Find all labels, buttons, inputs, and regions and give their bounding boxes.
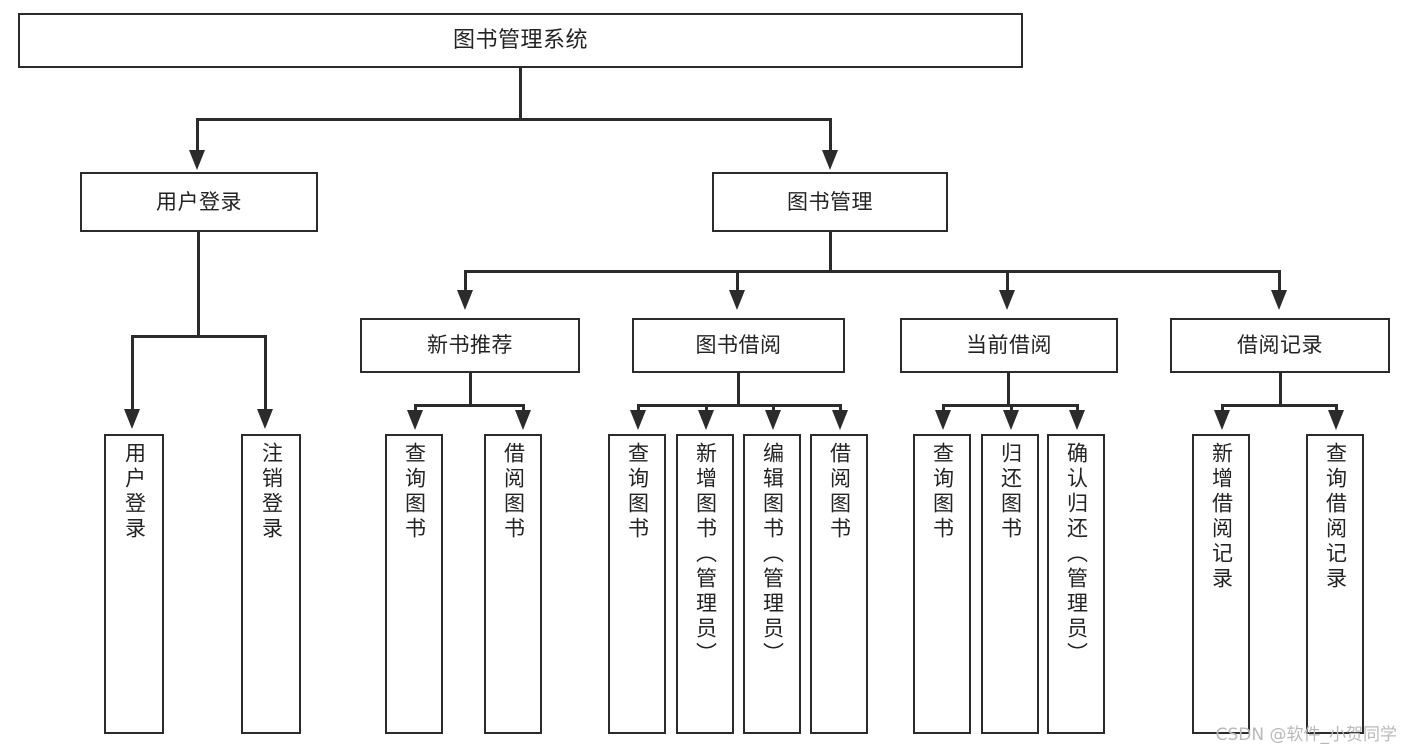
node-leaf-user-login[interactable]: 用户登录	[104, 434, 164, 734]
edge-new-book-rec-branch-1	[414, 404, 417, 412]
edge-book-manage-branch-1	[464, 270, 467, 292]
edge-borrow-record-branch-2	[1335, 404, 1338, 412]
arrowhead-current-borrow	[999, 290, 1015, 310]
arrowhead-leaf-query-book-1	[407, 410, 423, 430]
edge-new-book-rec-bar	[414, 404, 525, 407]
edge-book-borrow-stem	[737, 373, 740, 404]
edge-borrow-record-stem	[1279, 373, 1282, 404]
node-label: 图书管理	[787, 189, 873, 214]
edge-book-borrow-branch-2	[705, 404, 708, 412]
node-book-manage[interactable]: 图书管理	[712, 172, 948, 232]
node-leaf-return-book[interactable]: 归还图书	[981, 434, 1039, 734]
arrowhead-leaf-return-book	[1003, 410, 1019, 430]
arrowhead-new-book-rec	[457, 290, 473, 310]
node-label: 用户登录	[156, 189, 242, 214]
arrowhead-leaf-confirm-return	[1069, 410, 1085, 430]
node-label: 查询图书	[625, 442, 650, 542]
node-leaf-logout[interactable]: 注销登录	[241, 434, 301, 734]
node-leaf-edit-book[interactable]: 编辑图书（管理员）	[743, 434, 801, 734]
node-label: 图书管理系统	[452, 27, 588, 53]
node-leaf-query-book-3[interactable]: 查询图书	[913, 434, 971, 734]
node-leaf-add-record[interactable]: 新增借阅记录	[1192, 434, 1250, 734]
arrowhead-book-borrow	[729, 290, 745, 310]
node-label: 查询图书	[930, 442, 955, 542]
arrowhead-to-user-login	[189, 150, 205, 170]
node-label: 归还图书	[998, 442, 1023, 542]
edge-to-book-manage	[829, 118, 832, 152]
edge-level1-bar	[196, 118, 832, 121]
node-label: 用户登录	[122, 442, 147, 542]
edge-book-manage-branch-2	[736, 270, 739, 292]
edge-user-login-bar	[131, 335, 264, 338]
arrowhead-to-book-manage	[822, 150, 838, 170]
edge-borrow-record-bar	[1221, 404, 1338, 407]
arrowhead-leaf-query-book-2	[630, 410, 646, 430]
node-leaf-confirm-return[interactable]: 确认归还（管理员）	[1047, 434, 1105, 734]
arrowhead-leaf-borrow-book-2	[832, 410, 848, 430]
edge-root-stem	[519, 68, 522, 118]
edge-book-manage-stem	[829, 232, 832, 270]
arrowhead-leaf-edit-book	[765, 410, 781, 430]
arrowhead-leaf-add-book	[698, 410, 714, 430]
edge-book-borrow-branch-1	[637, 404, 640, 412]
node-user-login[interactable]: 用户登录	[80, 172, 318, 232]
node-leaf-add-book[interactable]: 新增图书（管理员）	[676, 434, 734, 734]
edge-book-manage-bar	[464, 270, 1281, 273]
node-leaf-query-book-1[interactable]: 查询图书	[385, 434, 443, 734]
node-label: 编辑图书（管理员）	[760, 442, 785, 667]
node-leaf-borrow-book-2[interactable]: 借阅图书	[810, 434, 868, 734]
edge-user-login-branch-1	[131, 335, 134, 411]
arrowhead-leaf-borrow-book-1	[515, 410, 531, 430]
edge-book-borrow-branch-3	[772, 404, 775, 412]
edge-new-book-rec-stem	[469, 373, 472, 404]
node-leaf-borrow-book-1[interactable]: 借阅图书	[484, 434, 542, 734]
edge-book-manage-branch-3	[1006, 270, 1009, 292]
edge-current-borrow-stem	[1007, 373, 1010, 404]
arrowhead-borrow-record	[1271, 290, 1287, 310]
edge-book-borrow-branch-4	[839, 404, 842, 412]
arrowhead-leaf-query-book-3	[935, 410, 951, 430]
node-label: 确认归还（管理员）	[1064, 442, 1089, 667]
node-label: 图书借阅	[695, 333, 782, 358]
node-leaf-query-book-2[interactable]: 查询图书	[608, 434, 666, 734]
arrowhead-leaf-logout	[257, 409, 273, 429]
edge-user-login-branch-2	[264, 335, 267, 411]
edge-new-book-rec-branch-2	[522, 404, 525, 412]
node-new-book-rec[interactable]: 新书推荐	[360, 318, 580, 373]
node-label: 新增借阅记录	[1209, 442, 1234, 592]
node-label: 注销登录	[259, 442, 284, 542]
node-book-borrow[interactable]: 图书借阅	[632, 318, 845, 373]
node-label: 借阅记录	[1237, 333, 1323, 358]
node-borrow-record[interactable]: 借阅记录	[1170, 318, 1390, 373]
edge-current-borrow-branch-3	[1076, 404, 1079, 412]
edge-book-manage-branch-4	[1278, 270, 1281, 292]
node-label: 新增图书（管理员）	[693, 442, 718, 667]
edge-to-user-login	[196, 118, 199, 152]
arrowhead-leaf-user-login	[124, 409, 140, 429]
edge-borrow-record-branch-1	[1221, 404, 1224, 412]
node-label: 查询图书	[402, 442, 427, 542]
node-label: 当前借阅	[966, 333, 1052, 358]
edge-current-borrow-branch-1	[942, 404, 945, 412]
arrowhead-leaf-add-record	[1214, 410, 1230, 430]
edge-current-borrow-branch-2	[1010, 404, 1013, 412]
node-root-system[interactable]: 图书管理系统	[18, 13, 1023, 68]
edge-user-login-stem	[197, 232, 200, 335]
node-label: 查询借阅记录	[1323, 442, 1348, 592]
node-label: 新书推荐	[427, 333, 513, 358]
arrowhead-leaf-query-record	[1328, 410, 1344, 430]
node-leaf-query-record[interactable]: 查询借阅记录	[1306, 434, 1364, 734]
node-current-borrow[interactable]: 当前借阅	[900, 318, 1118, 373]
node-label: 借阅图书	[501, 442, 526, 542]
edge-book-borrow-bar	[637, 404, 840, 407]
node-label: 借阅图书	[827, 442, 852, 542]
